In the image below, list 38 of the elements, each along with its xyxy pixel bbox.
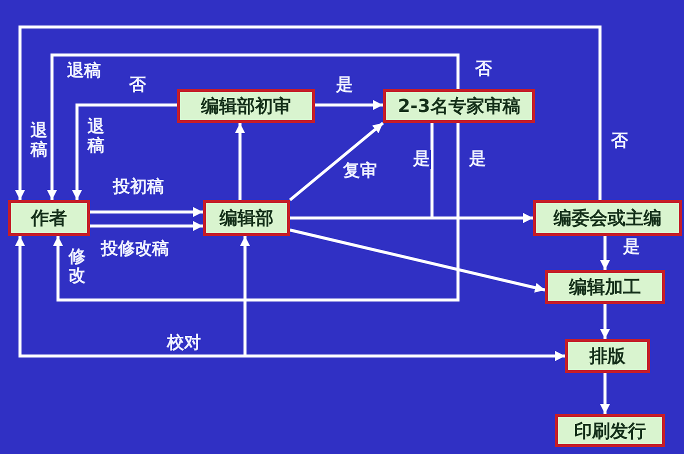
process-box: 编委会或主编 (533, 200, 682, 236)
arrow (600, 304, 610, 339)
annotation-label: 退稿 (86, 118, 106, 156)
arrow (600, 236, 610, 270)
edge-label: 投初稿 (112, 178, 165, 197)
annotation-label: 修改 (67, 248, 87, 286)
edge-label: 否 (610, 132, 629, 151)
edge-label: 是 (468, 150, 487, 169)
edge-label: 否 (128, 76, 147, 95)
arrow (72, 104, 177, 200)
arrow (290, 213, 533, 223)
process-box: 2-3名专家审稿 (383, 89, 535, 123)
edge-label: 是 (335, 76, 354, 95)
process-box: 编辑加工 (545, 270, 665, 304)
arrow (240, 236, 565, 361)
arrow (290, 228, 546, 293)
process-box: 编辑部 (203, 200, 290, 236)
process-box: 作者 (8, 200, 90, 236)
arrow (53, 123, 460, 302)
arrow (90, 207, 203, 217)
edge-label: 投修改稿 (100, 240, 170, 259)
arrow (15, 26, 602, 200)
process-box: 编辑部初审 (177, 89, 315, 123)
process-box: 印刷发行 (555, 414, 665, 447)
arrow (289, 122, 384, 202)
edge-label: 是 (622, 238, 641, 257)
edge-label: 复审 (342, 162, 378, 181)
arrow (47, 54, 460, 200)
process-box: 排版 (565, 339, 650, 373)
annotation-label: 退稿 (29, 122, 49, 160)
annotation-label: 退稿 (66, 62, 102, 81)
edge-label: 校对 (166, 334, 202, 353)
arrow (90, 221, 203, 231)
arrow (600, 373, 610, 414)
edge-label: 否 (474, 60, 493, 79)
edge-label: 是 (412, 150, 431, 169)
arrow (315, 100, 383, 110)
arrow (235, 123, 245, 200)
